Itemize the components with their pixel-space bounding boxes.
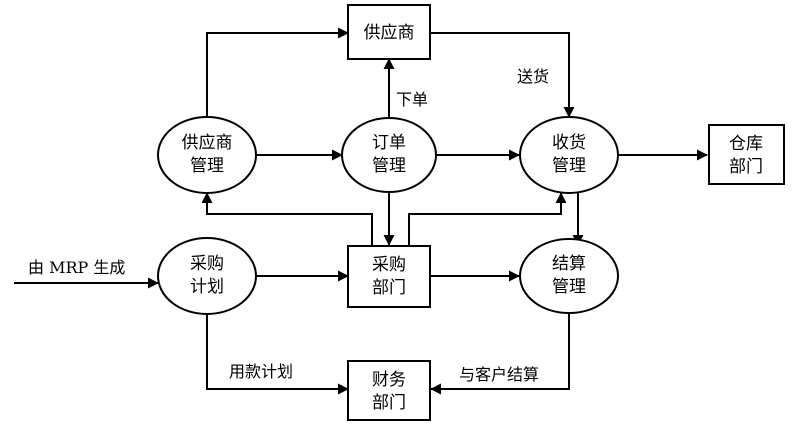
receiving-mgmt-label-line2: 管理 — [552, 156, 586, 176]
edge-purchasing-to-supplier-mgmt — [201, 192, 373, 246]
settlement-mgmt-ellipse — [519, 238, 619, 314]
customer-settlement-label: 与客户结算 — [459, 365, 539, 384]
supplier-box — [347, 4, 431, 60]
edge-supplier-to-receiving — [430, 32, 575, 118]
settlement-mgmt-label-line1: 结算 — [552, 254, 586, 274]
edge-purchasing-to-receiving — [408, 192, 567, 246]
edge-supplier-mgmt-to-supplier — [206, 27, 349, 118]
edge-settlement-to-finance — [430, 313, 570, 395]
warehouse-box — [708, 124, 785, 185]
purchasing-dept-label-line2: 部门 — [372, 278, 406, 298]
purchase-plan-label-line1: 采购 — [190, 254, 224, 274]
order-mgmt-ellipse — [341, 117, 437, 193]
edge-plan-to-finance — [206, 314, 349, 395]
purchasing-dept-box — [347, 245, 431, 308]
warehouse-label-line1: 仓库 — [729, 134, 763, 154]
purchase-plan-ellipse — [157, 237, 257, 315]
settlement-mgmt-label-line2: 管理 — [552, 277, 586, 297]
order-mgmt-label-line2: 管理 — [372, 156, 406, 176]
payment-plan-label: 用款计划 — [229, 362, 293, 381]
finance-dept-box — [347, 360, 431, 421]
finance-dept-label-line1: 财务 — [372, 370, 406, 390]
order-mgmt-label-line1: 订单 — [372, 133, 406, 153]
receiving-mgmt-label-line1: 收货 — [552, 133, 586, 153]
supplier-label: 供应商 — [364, 23, 415, 43]
finance-dept-label-line2: 部门 — [372, 393, 406, 413]
warehouse-label-line2: 部门 — [729, 157, 763, 177]
delivery-label: 送货 — [517, 67, 549, 86]
supplier-mgmt-label-line2: 管理 — [190, 156, 224, 176]
from-mrp-label: 由 MRP 生成 — [28, 258, 125, 277]
supplier-mgmt-ellipse — [157, 116, 257, 194]
place-order-label: 下单 — [396, 90, 428, 109]
purchase-plan-label-line2: 计划 — [190, 277, 224, 297]
supplier-mgmt-label-line1: 供应商 — [182, 133, 233, 153]
receiving-mgmt-ellipse — [519, 116, 619, 194]
purchasing-dept-label-line1: 采购 — [372, 255, 406, 275]
